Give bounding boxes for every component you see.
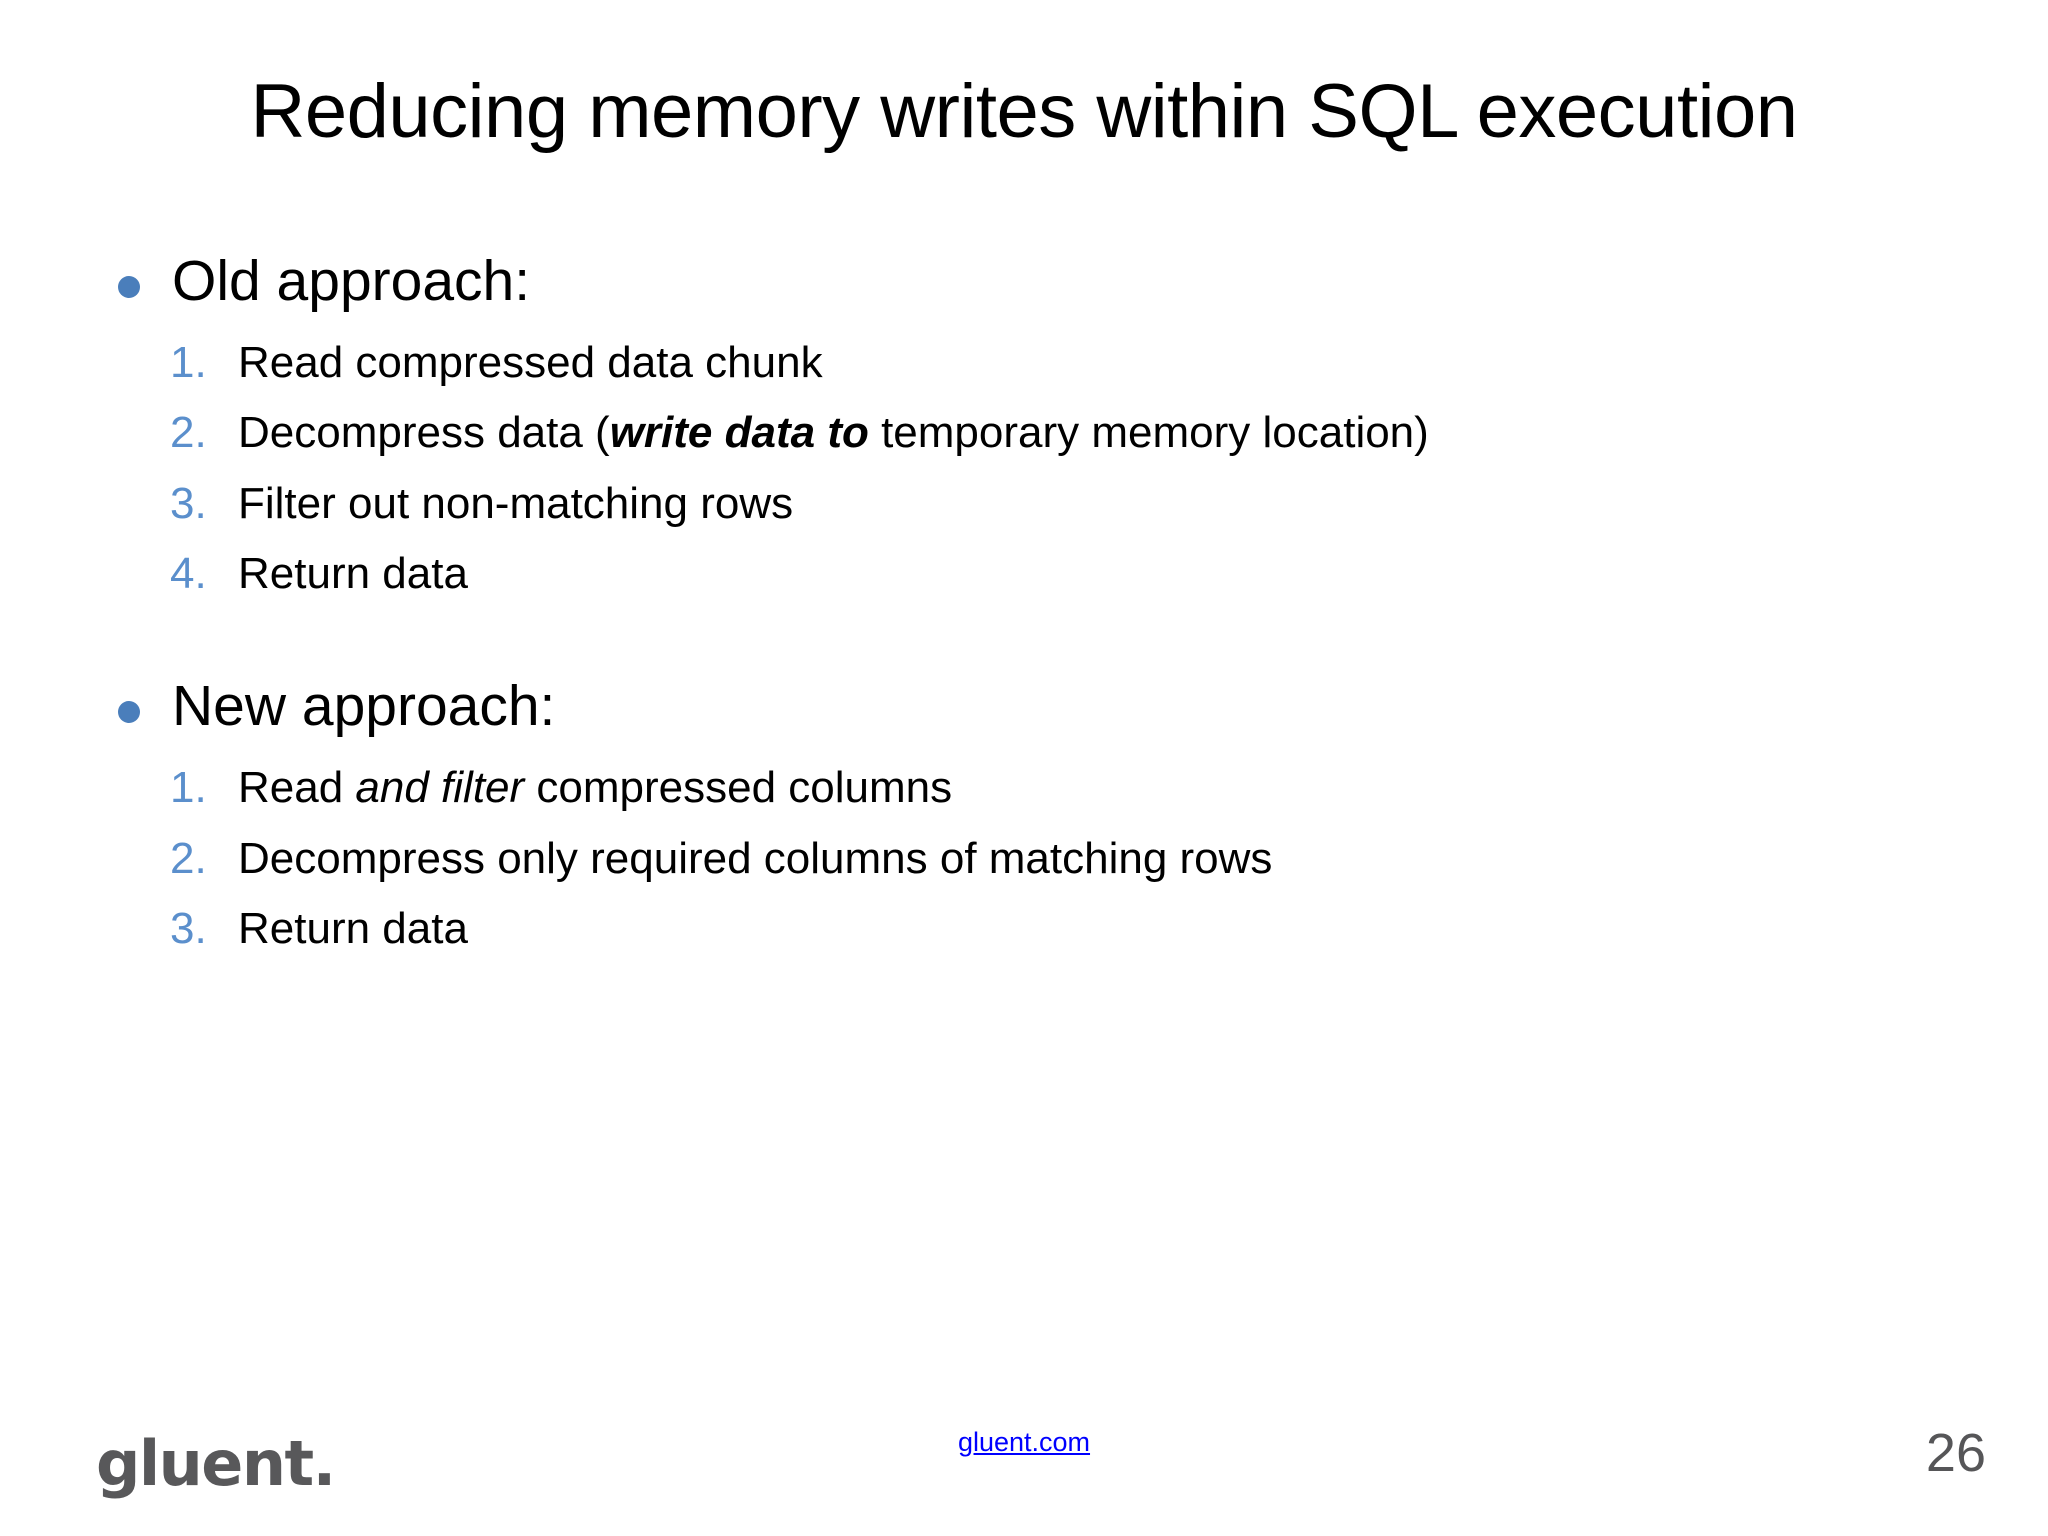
- list-item-text: Return data: [238, 904, 468, 953]
- list-item-text: Decompress data (write data to temporary…: [238, 408, 1429, 458]
- list-item-text: Read and filter compressed columns: [238, 763, 953, 813]
- bullet-label-new-approach: New approach:: [172, 674, 556, 739]
- list-item-number: 2.: [170, 408, 207, 458]
- footer-link-container: gluent.com: [0, 1427, 2048, 1458]
- list-item-number: 3.: [170, 478, 207, 528]
- numbered-list-old-approach: 1. Read compressed data chunk 2. Decompr…: [100, 328, 1958, 610]
- list-item-text: Return data: [238, 549, 468, 598]
- page-title: Reducing memory writes within SQL execut…: [250, 69, 1798, 154]
- numbered-list-new-approach: 1. Read and filter compressed columns 2.…: [100, 753, 1958, 964]
- section-old-approach: Old approach: 1. Read compressed data ch…: [100, 249, 1958, 610]
- list-item-number: 3.: [170, 904, 207, 953]
- list-item: 2. Decompress only required columns of m…: [100, 824, 1958, 894]
- gluent-logo: gluent.: [96, 1427, 336, 1500]
- slide-body: Old approach: 1. Read compressed data ch…: [100, 249, 1958, 964]
- list-item-text: Read compressed data chunk: [238, 337, 823, 387]
- bullet-label-old-approach: Old approach:: [172, 249, 531, 313]
- list-item-number: 1.: [170, 337, 207, 387]
- list-item: 1. Read compressed data chunk: [100, 328, 1958, 398]
- emphasis-italic: and filter: [355, 763, 525, 813]
- list-item: 3. Filter out non-matching rows: [100, 469, 1958, 539]
- list-item-number: 1.: [170, 763, 207, 813]
- bullet-dot-icon: [100, 250, 172, 298]
- list-item-text: Filter out non-matching rows: [238, 478, 794, 528]
- list-item: 2. Decompress data (write data to tempor…: [100, 398, 1958, 468]
- section-spacer: [100, 609, 1958, 675]
- list-item-number: 2.: [170, 833, 207, 883]
- list-item: 3. Return data: [100, 894, 1958, 964]
- section-new-approach: New approach: 1. Read and filter compres…: [100, 675, 1958, 964]
- gluent-com-link[interactable]: gluent.com: [957, 1427, 1091, 1457]
- list-item: 1. Read and filter compressed columns: [100, 753, 1958, 823]
- list-item: 4. Return data: [100, 539, 1958, 609]
- bullet-item-new-approach: New approach:: [100, 675, 1958, 739]
- bullet-item-old-approach: Old approach:: [100, 249, 1958, 314]
- emphasis-bold-italic: write data to: [609, 408, 869, 458]
- list-item-number: 4.: [170, 549, 207, 598]
- bullet-dot-icon: [100, 675, 172, 724]
- list-item-text: Decompress only required columns of matc…: [238, 833, 1273, 883]
- page-number: 26: [1925, 1423, 1986, 1483]
